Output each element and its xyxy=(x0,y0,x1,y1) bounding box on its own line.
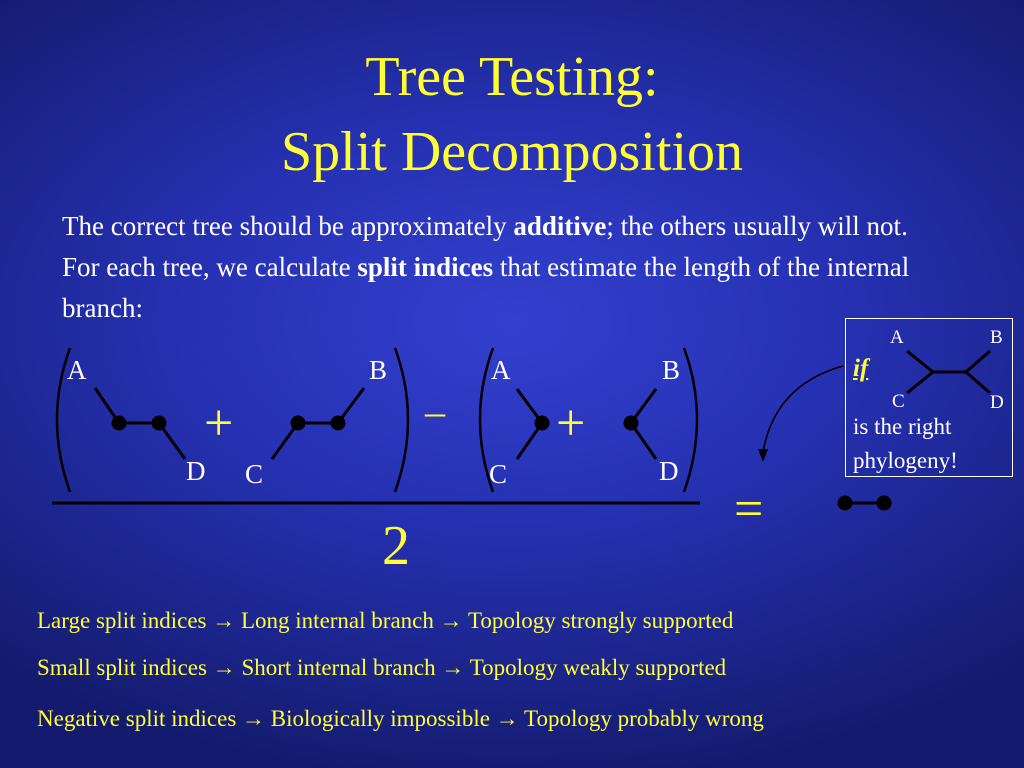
conclusion-line-3: Negative split indices → Biologically im… xyxy=(37,705,764,733)
right-arrow-icon: → xyxy=(212,655,236,680)
inset-label-c: C xyxy=(892,391,905,412)
intro-text-3: that estimate the length of the internal… xyxy=(62,252,910,323)
right-arrow-icon: → xyxy=(242,706,266,731)
conclusion-effect: Short internal branch xyxy=(241,655,436,680)
result-edge xyxy=(837,495,892,511)
curved-arrow xyxy=(758,365,844,462)
inset-box xyxy=(845,318,1013,477)
intro-text-1: The correct tree should be approximately xyxy=(62,211,514,241)
conclusion-result: Topology weakly supported xyxy=(469,655,727,680)
title-line-2: Split Decomposition xyxy=(281,121,743,183)
right-paren-2 xyxy=(682,347,699,493)
conclusion-cause: Large split indices xyxy=(37,608,207,633)
tree-b-d xyxy=(623,388,658,460)
tree-a-d xyxy=(93,387,187,460)
label-a-tree3: A xyxy=(491,355,511,385)
label-c-tree3: C xyxy=(489,459,508,489)
inset-caption-line-2: phylogeny! xyxy=(853,448,958,473)
conclusion-cause: Negative split indices xyxy=(37,706,237,731)
label-d-tree1: D xyxy=(186,456,206,486)
label-d-tree4: D xyxy=(659,456,679,486)
inset-caption: is the right phylogeny! xyxy=(853,410,958,478)
right-arrow-icon: → xyxy=(495,706,519,731)
tree-node xyxy=(623,415,639,431)
plus-sign-2: + xyxy=(556,395,586,452)
plus-sign-1: + xyxy=(204,395,234,452)
inset-caption-line-1: is the right xyxy=(853,414,952,439)
minus-sign: – xyxy=(425,389,445,434)
intro-bold-split-indices: split indices xyxy=(357,252,494,282)
left-paren-2 xyxy=(478,347,495,493)
tree-node xyxy=(330,415,346,431)
denominator: 2 xyxy=(382,515,410,577)
label-b-tree2: B xyxy=(369,355,388,385)
tree-node xyxy=(151,415,167,431)
slide-title: Tree Testing: Split Decomposition xyxy=(0,40,1024,190)
inset-if: if xyxy=(853,355,869,382)
label-a-tree1: A xyxy=(67,355,87,385)
intro-bold-additive: additive xyxy=(513,211,607,241)
intro-paragraph: The correct tree should be approximately… xyxy=(62,206,942,329)
right-arrow-icon: → xyxy=(212,608,236,633)
conclusion-result: Topology probably wrong xyxy=(524,706,764,731)
inset-label-d: D xyxy=(990,392,1004,413)
equals-sign: = xyxy=(734,481,764,538)
conclusion-line-2: Small split indices → Short internal bra… xyxy=(37,654,726,682)
conclusion-result: Topology strongly supported xyxy=(467,608,734,633)
left-paren-1 xyxy=(55,347,72,493)
label-b-tree4: B xyxy=(662,355,681,385)
conclusion-cause: Small split indices xyxy=(37,655,207,680)
tree-node xyxy=(837,495,853,511)
title-line-1: Tree Testing: xyxy=(365,46,659,108)
tree-node xyxy=(876,495,892,511)
inset-label-b: B xyxy=(990,327,1003,348)
tree-node xyxy=(290,415,306,431)
tree-c-b xyxy=(270,387,366,460)
right-arrow-icon: → xyxy=(439,608,463,633)
right-arrow-icon: → xyxy=(441,655,465,680)
conclusion-effect: Long internal branch xyxy=(240,608,434,633)
inset-tree xyxy=(906,349,991,395)
label-c-tree2: C xyxy=(245,459,264,489)
tree-a-c xyxy=(515,388,550,460)
inset-label-a: A xyxy=(890,327,904,348)
intro-text-2: ; the others usually will not. For each … xyxy=(62,211,908,282)
right-paren-1 xyxy=(393,347,410,493)
tree-node xyxy=(534,415,550,431)
conclusion-line-1: Large split indices → Long internal bran… xyxy=(37,607,733,635)
tree-node xyxy=(111,415,127,431)
conclusion-effect: Biologically impossible xyxy=(270,706,490,731)
